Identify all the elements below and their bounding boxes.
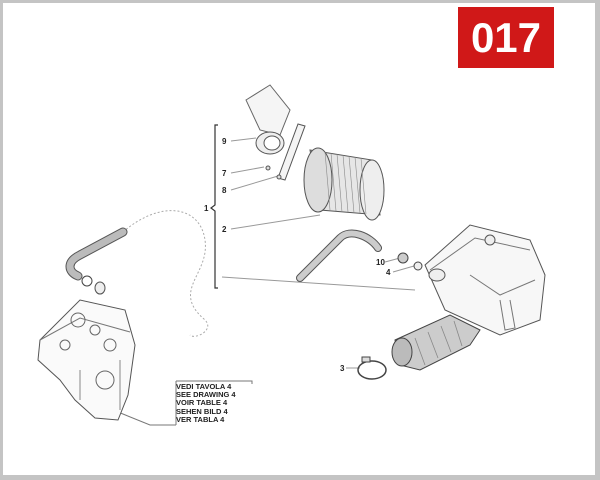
hose-clamp xyxy=(357,360,387,380)
air-filter-element xyxy=(303,147,385,221)
callout-1: 1 xyxy=(204,204,209,213)
duct-elbow xyxy=(245,84,291,136)
callout-2: 2 xyxy=(222,225,227,234)
page-number-badge: 017 xyxy=(458,7,554,68)
callout-8: 8 xyxy=(222,186,227,195)
group-bracket xyxy=(210,124,218,289)
reference-note: VEDI TAVOLA 4 SEE DRAWING 4 VOIR TABLE 4… xyxy=(176,382,236,424)
dotted-breather-line xyxy=(122,210,209,337)
airbox xyxy=(424,224,546,336)
note-line-es: VER TABLA 4 xyxy=(176,414,225,424)
callout-10: 10 xyxy=(376,258,385,267)
intake-duct xyxy=(391,314,481,371)
cylinder-head xyxy=(37,299,136,421)
callout-7: 7 xyxy=(222,169,227,178)
callout-9: 9 xyxy=(222,137,227,146)
callout-4: 4 xyxy=(386,268,391,277)
callout-3: 3 xyxy=(340,364,345,373)
